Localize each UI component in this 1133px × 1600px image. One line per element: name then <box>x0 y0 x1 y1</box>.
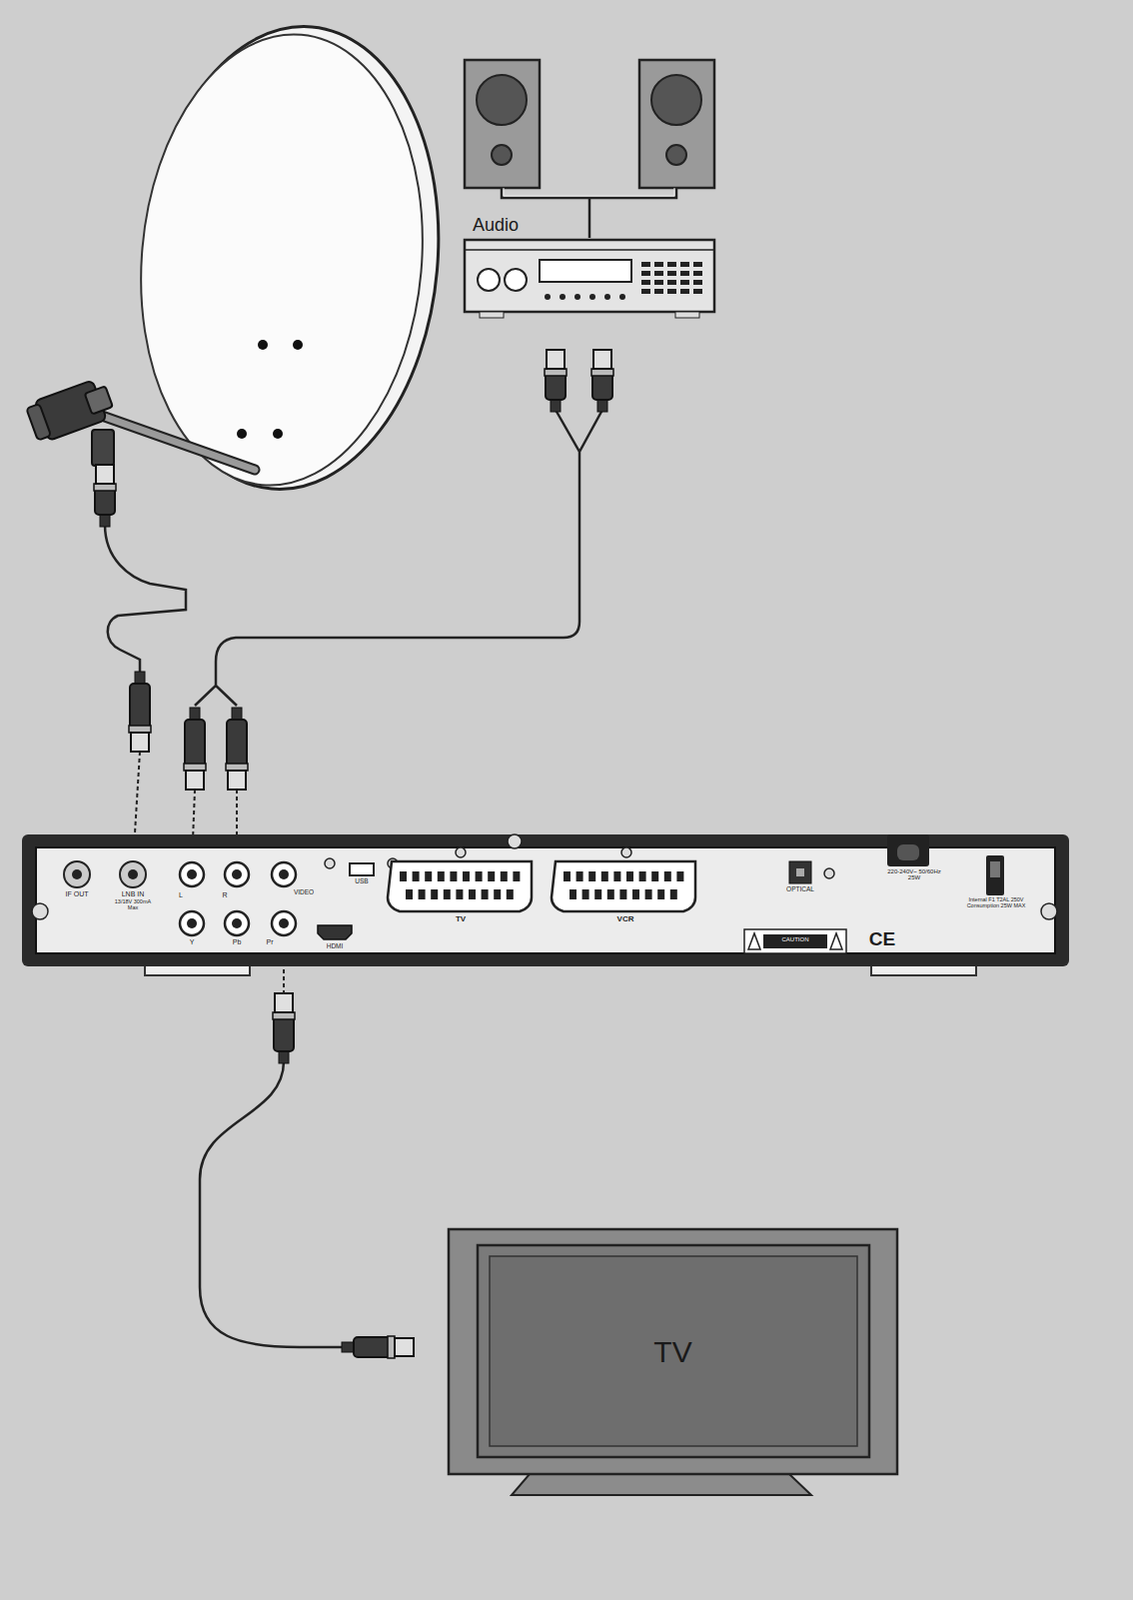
port-label: TV <box>455 915 466 924</box>
tv-box: TV <box>448 1228 898 1474</box>
cable-plug <box>341 1335 414 1358</box>
television <box>448 1228 898 1495</box>
port-label: R <box>221 891 227 899</box>
port-label: L <box>178 891 183 899</box>
cable-plug <box>225 707 248 790</box>
cable-plug <box>544 349 567 412</box>
device-heading: Audio <box>472 214 519 236</box>
port-label: VCR <box>617 915 635 924</box>
audio-amplifier-box: Audio <box>464 239 715 312</box>
audio-amplifier <box>464 239 715 318</box>
cable-plug <box>128 671 151 752</box>
port-label: HDMI <box>326 943 344 951</box>
port-label: 13/18V 300mA Max <box>109 899 156 912</box>
cable-plug <box>93 464 116 527</box>
port-label: Pb <box>232 938 242 946</box>
port-label: Internal F1 T2AL 250V Consumption 25W MA… <box>958 897 1035 910</box>
port-label: Pr <box>266 938 274 946</box>
port-label: LNB IN <box>112 890 153 898</box>
cable-plug <box>272 993 295 1064</box>
cable-plug <box>591 349 614 412</box>
cable-plug <box>183 707 206 790</box>
satellite-dish <box>24 13 458 502</box>
port-label: OPTICAL <box>786 886 815 894</box>
ce-mark: CE <box>869 929 896 950</box>
speakers <box>464 59 715 238</box>
port-label: 220-240V~ 50/60Hz 25W <box>885 868 944 882</box>
device-label: TV <box>653 1334 692 1369</box>
port-label: Y <box>189 938 195 946</box>
satellite-receiver <box>21 834 1070 976</box>
port-label: IF OUT <box>64 890 89 898</box>
warning-label: CAUTION <box>782 936 810 943</box>
port-label: USB <box>354 878 368 886</box>
port-label: VIDEO <box>293 889 314 897</box>
